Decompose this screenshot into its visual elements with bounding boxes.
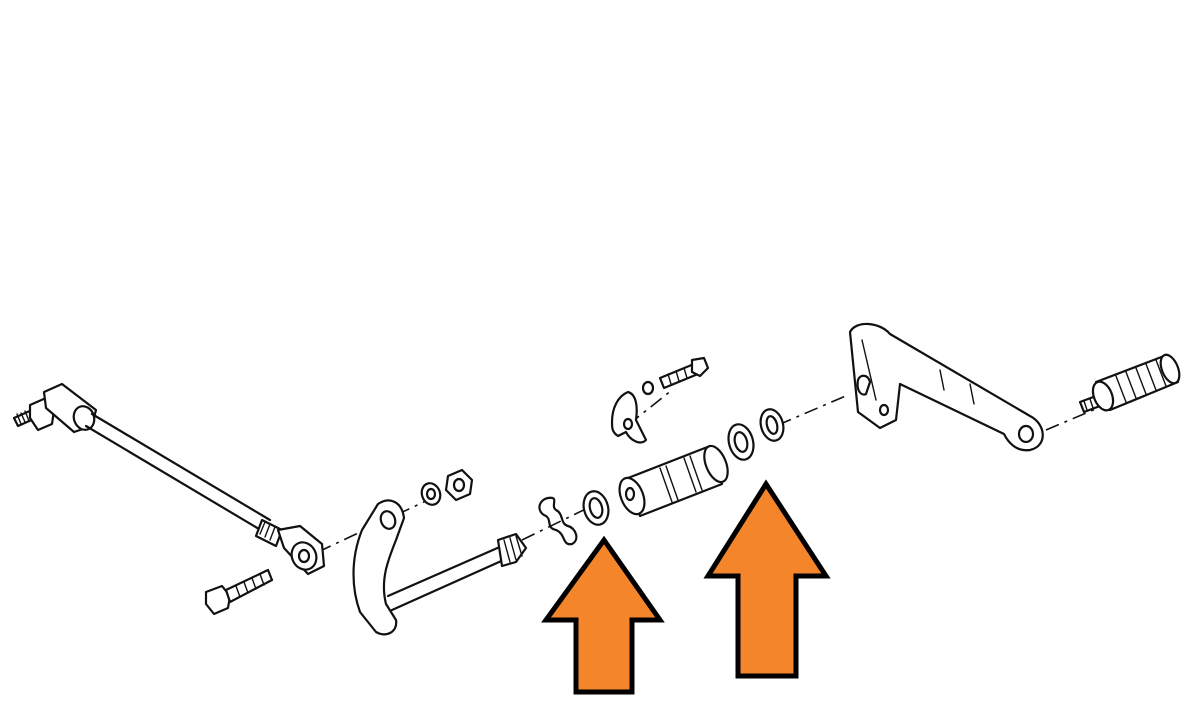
tie-rod xyxy=(12,382,326,576)
callout-arrow-right xyxy=(703,479,831,679)
washer-nut-pair xyxy=(420,468,474,506)
bolt-lower-left xyxy=(204,568,274,616)
foot-peg xyxy=(1078,353,1181,414)
bushing xyxy=(618,444,729,518)
washer-right-a xyxy=(727,423,755,461)
bracket-tab xyxy=(610,380,655,444)
washer-left xyxy=(582,490,610,526)
callout-arrow-left xyxy=(541,535,665,695)
screw-upper xyxy=(658,356,710,390)
pedal-arm xyxy=(352,499,528,636)
retaining-clip xyxy=(538,496,578,546)
washer-right-b xyxy=(759,408,785,442)
shift-lever xyxy=(848,322,1044,452)
